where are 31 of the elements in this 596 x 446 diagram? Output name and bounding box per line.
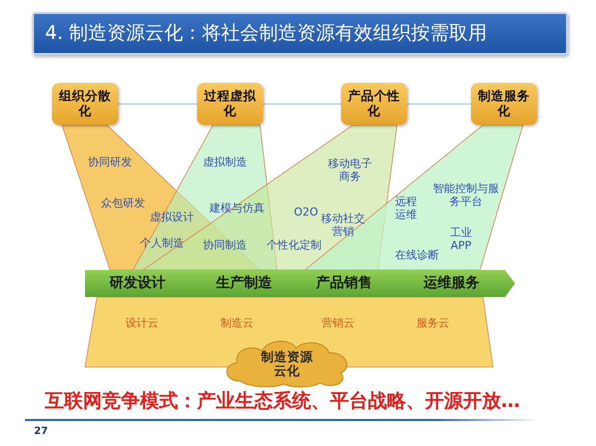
topic-label: 远程运维: [394, 195, 418, 221]
topic-label: 虚拟设计: [150, 210, 194, 224]
connector-line: [407, 103, 471, 105]
topic-label: 众包研发: [101, 196, 145, 210]
category-box: 过程虚拟化: [197, 83, 263, 125]
topic-label: 个性化定制: [266, 238, 322, 252]
topic-label: 建模与仿真: [210, 202, 264, 214]
topic-label: 智能控制与服务平台: [432, 182, 500, 208]
topic-label: 移动社交营销: [321, 212, 366, 238]
cloud-label: 制造云: [220, 316, 254, 330]
category-box: 制造服务化: [471, 83, 537, 125]
topic-label: 移动电子商务: [327, 157, 373, 183]
process-stage: 研发设计: [85, 270, 200, 297]
topic-label: 虚拟制造: [203, 156, 247, 168]
topic-label: 工业APP: [449, 226, 473, 252]
connector-line: [263, 103, 341, 105]
topic-label: 在线诊断: [395, 248, 439, 262]
process-stage: 运维服务: [388, 270, 515, 297]
category-box: 产品个性化: [341, 83, 407, 125]
category-box: 组织分散化: [52, 83, 118, 125]
cloud-label: 营销云: [322, 316, 354, 330]
summary-note: 互联网竞争模式：产业生态系统、平台战略、开源开放…: [45, 389, 520, 414]
page-number: 27: [34, 426, 48, 437]
topic-label: 协同制造: [203, 238, 247, 252]
cloud-label: 设计云: [126, 316, 158, 330]
connector-line: [118, 103, 197, 105]
topic-label: O2O: [294, 206, 318, 218]
slide-title: 4. 制造资源云化：将社会制造资源有效组织按需取用: [32, 12, 568, 55]
cloud-label: 服务云: [416, 316, 450, 330]
topic-label: 协同研发: [88, 156, 132, 168]
topic-label: 个人制造: [140, 236, 184, 250]
